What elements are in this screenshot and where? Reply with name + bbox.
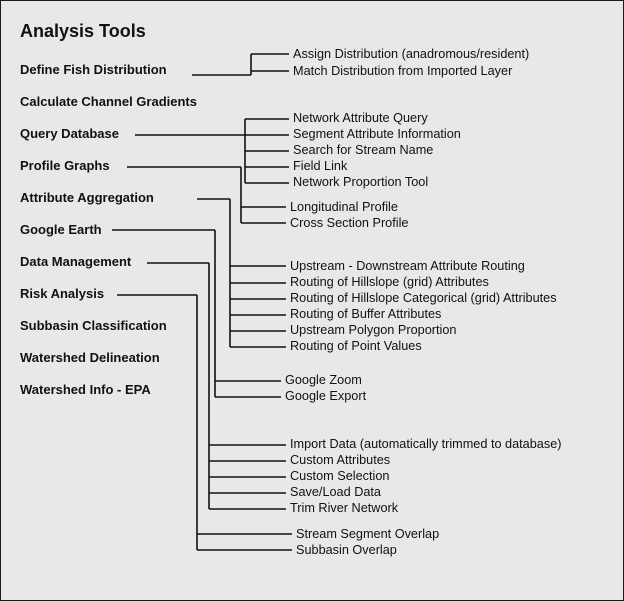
category-query-database: Query Database <box>20 126 119 141</box>
tool-subbasin-overlap: Subbasin Overlap <box>296 543 397 557</box>
tool-stream-segment-overlap: Stream Segment Overlap <box>296 527 440 541</box>
category-calculate-channel-gradients: Calculate Channel Gradients <box>20 94 197 109</box>
tool-trim-river-network: Trim River Network <box>290 501 399 515</box>
tool-import-data: Import Data (automatically trimmed to da… <box>290 437 562 451</box>
tool-assign-distribution: Assign Distribution (anadromous/resident… <box>293 47 530 61</box>
tool-upstream-polygon-proportion: Upstream Polygon Proportion <box>290 323 457 337</box>
tool-field-link: Field Link <box>293 159 348 173</box>
tool-save-load-data: Save/Load Data <box>290 485 381 499</box>
tool-match-distribution: Match Distribution from Imported Layer <box>293 64 513 78</box>
category-google-earth: Google Earth <box>20 222 102 237</box>
category-profile-graphs: Profile Graphs <box>20 158 110 173</box>
tool-network-proportion: Network Proportion Tool <box>293 175 429 189</box>
category-define-fish-distribution: Define Fish Distribution <box>20 62 167 77</box>
category-attribute-aggregation: Attribute Aggregation <box>20 190 154 205</box>
tool-routing-buffer-attributes: Routing of Buffer Attributes <box>290 307 442 321</box>
tool-routing-hillslope-categorical: Routing of Hillslope Categorical (grid) … <box>290 291 557 305</box>
tool-routing-point-values: Routing of Point Values <box>290 339 422 353</box>
diagram-title: Analysis Tools <box>20 21 146 41</box>
tool-routing-hillslope-grid: Routing of Hillslope (grid) Attributes <box>290 275 489 289</box>
tool-custom-selection: Custom Selection <box>290 469 390 483</box>
tool-upstream-downstream-routing: Upstream - Downstream Attribute Routing <box>290 259 525 273</box>
tool-google-export: Google Export <box>285 389 367 403</box>
tool-longitudinal-profile: Longitudinal Profile <box>290 200 398 214</box>
tool-cross-section-profile: Cross Section Profile <box>290 216 409 230</box>
category-watershed-info-epa: Watershed Info - EPA <box>20 382 151 397</box>
tool-google-zoom: Google Zoom <box>285 373 362 387</box>
category-watershed-delineation: Watershed Delineation <box>20 350 160 365</box>
category-risk-analysis: Risk Analysis <box>20 286 105 301</box>
tool-custom-attributes: Custom Attributes <box>290 453 391 467</box>
category-subbasin-classification: Subbasin Classification <box>20 318 167 333</box>
category-data-management: Data Management <box>20 254 132 269</box>
tool-segment-attribute-information: Segment Attribute Information <box>293 127 461 141</box>
tool-network-attribute-query: Network Attribute Query <box>293 111 428 125</box>
tool-search-for-stream-name: Search for Stream Name <box>293 143 434 157</box>
